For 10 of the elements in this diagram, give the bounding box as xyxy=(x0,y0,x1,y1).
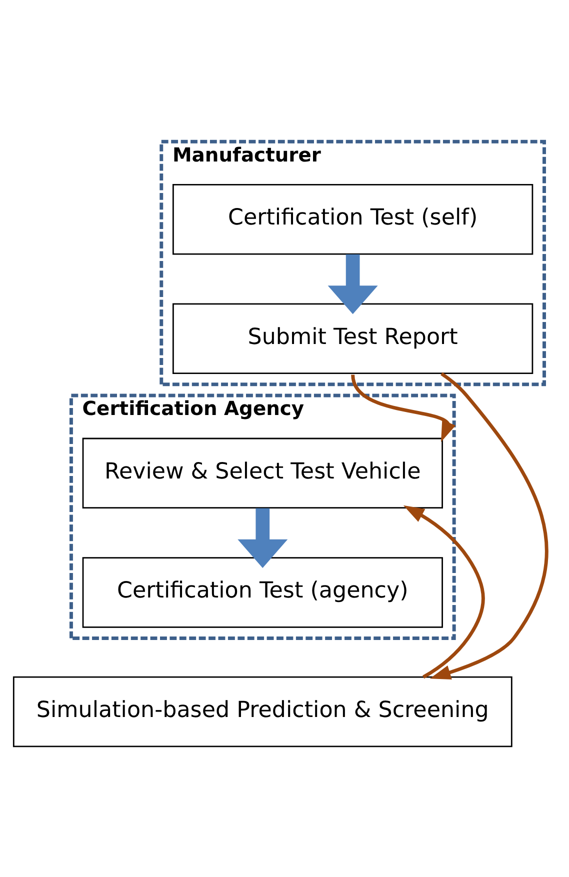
arrow xyxy=(351,374,456,442)
arrow xyxy=(328,254,378,314)
arrow xyxy=(403,505,485,679)
arrow xyxy=(238,508,288,568)
arrow xyxy=(430,372,548,680)
node-box: Review & Select Test Vehicle xyxy=(82,438,443,509)
node-box: Simulation-based Prediction & Screening xyxy=(12,676,512,748)
node-box: Certification Test (agency) xyxy=(82,557,443,628)
node-box: Certification Test (self) xyxy=(172,184,534,255)
node-box: Submit Test Report xyxy=(172,303,534,374)
